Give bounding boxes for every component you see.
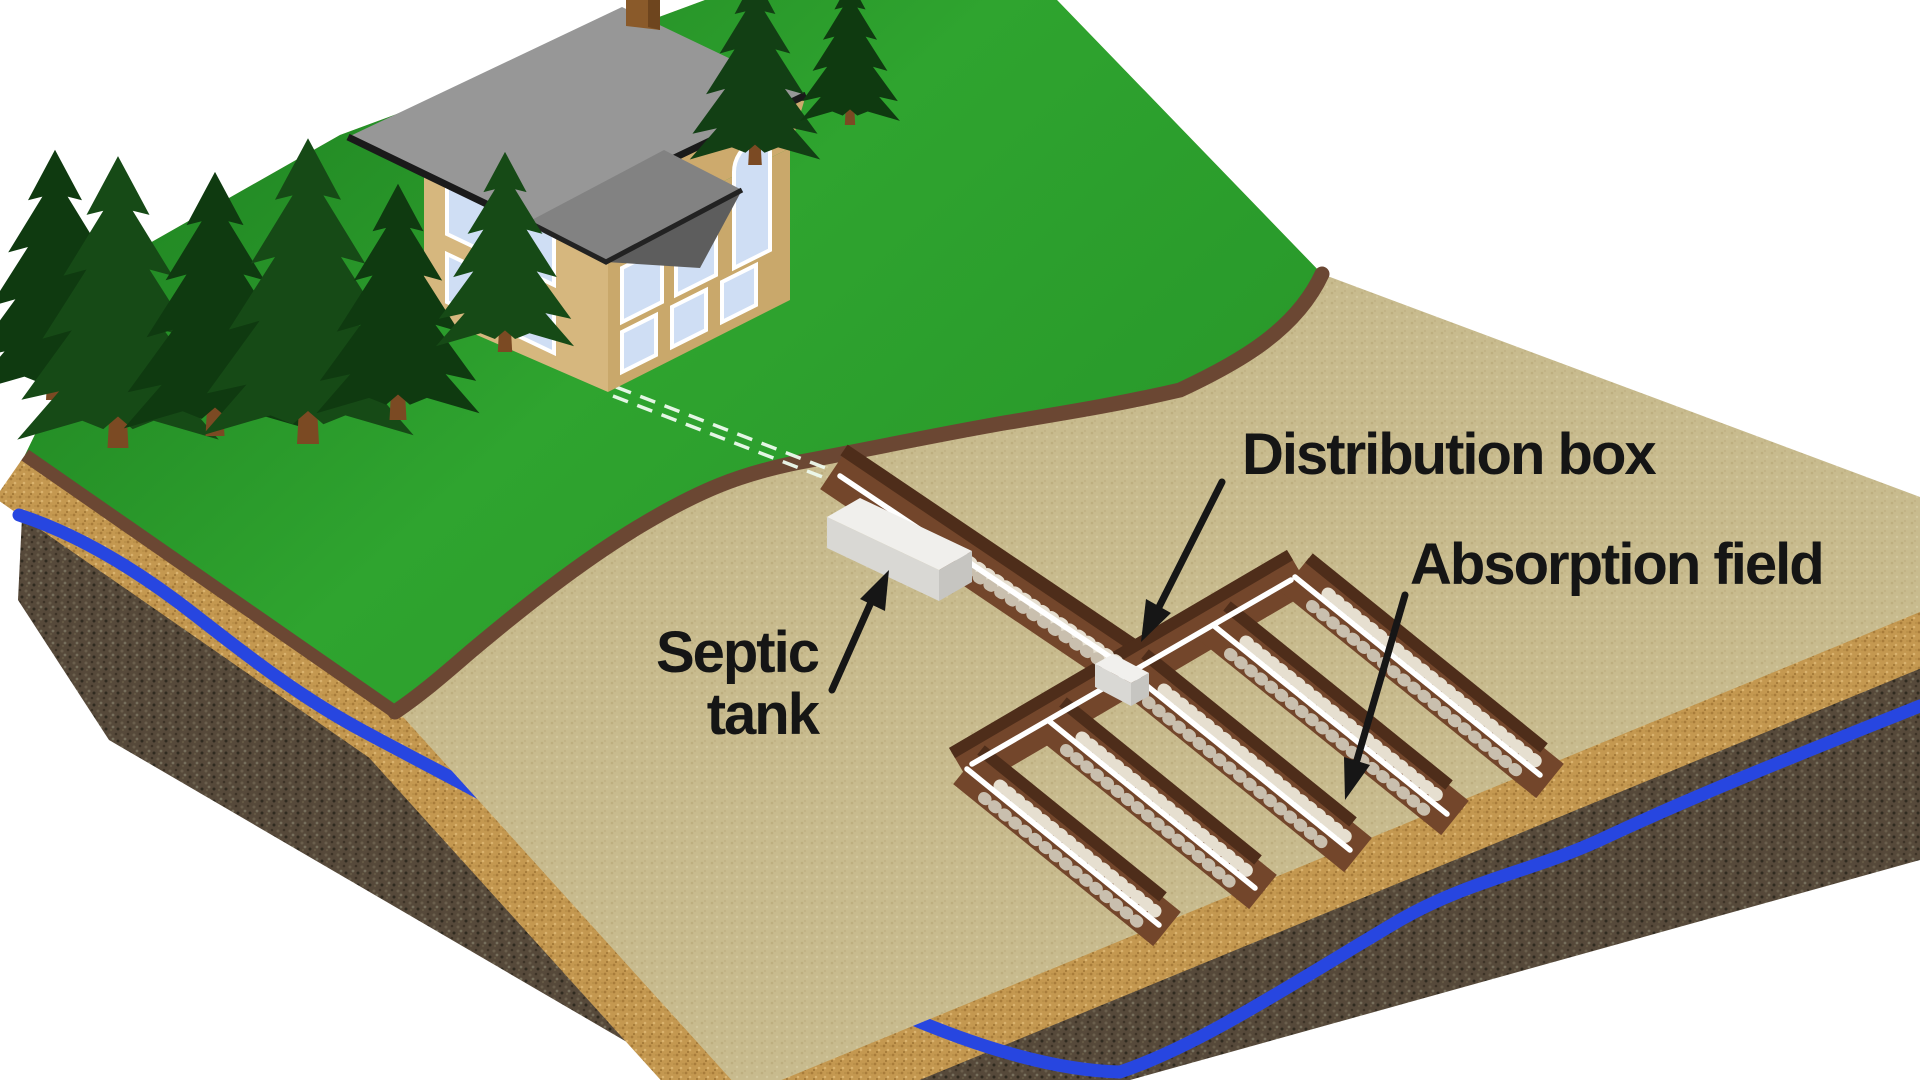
- distribution-box-arrow: [1141, 478, 1226, 642]
- buried-sewer-line-dashed: [612, 385, 837, 483]
- manifold-trench-wall: [948, 549, 1294, 759]
- septic-tank-box: [827, 498, 972, 601]
- septic-tank-label-line2: tank: [707, 682, 821, 747]
- lawn-boundary-edge: [387, 266, 1330, 720]
- gable-eave-edge: [526, 187, 744, 265]
- chimney: [626, 0, 660, 30]
- lateral-trench-walls: [977, 553, 1548, 902]
- callout-arrows: [828, 478, 1409, 800]
- topsoil-edge-line: [21, 449, 399, 718]
- septic-tank-arrow: [828, 570, 889, 694]
- house-gable-roof: [528, 150, 742, 262]
- gravel: [953, 549, 1545, 929]
- distribution-box-label: Distribution box: [1242, 422, 1656, 487]
- absorption-field-label: Absorption field: [1410, 532, 1823, 597]
- house-main-roof: [348, 7, 806, 226]
- absorption-field-trenches: [820, 444, 1564, 947]
- absorption-field-arrow: [1344, 591, 1409, 800]
- septic-tank-label-line1: Septic: [656, 620, 819, 685]
- sewer-trench-wall: [840, 444, 1146, 657]
- distribution-box-cube: [1095, 654, 1149, 706]
